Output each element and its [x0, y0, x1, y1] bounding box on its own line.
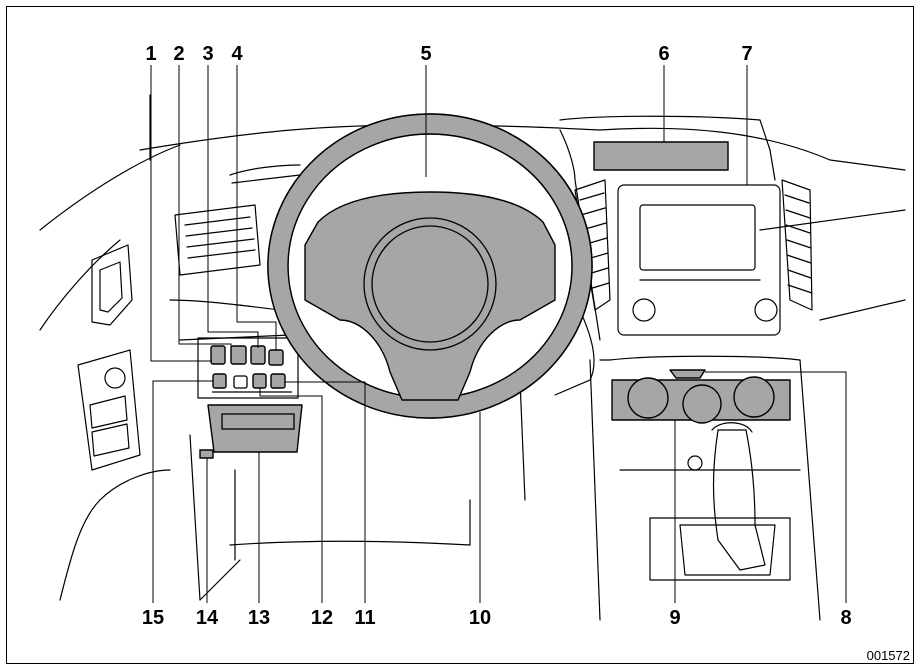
switch-blank — [233, 375, 248, 389]
window-switch-panel — [77, 349, 141, 471]
airbag-inner — [371, 225, 489, 343]
window-switch-1 — [89, 395, 128, 429]
console-right — [799, 359, 821, 621]
door-panel-edge — [39, 239, 121, 331]
callout-8: 8 — [840, 607, 852, 629]
leader-15 — [152, 380, 213, 603]
callout-3: 3 — [202, 43, 214, 65]
shift-lever — [712, 429, 766, 571]
lid-release — [199, 449, 214, 459]
callout-2: 2 — [173, 43, 185, 65]
window-switch-2 — [91, 423, 130, 457]
mirror-adjust-knob — [104, 367, 126, 389]
figure-code: 001572 — [866, 648, 910, 663]
callout-10: 10 — [468, 607, 492, 629]
left-dash-lower — [169, 299, 281, 311]
center-vent-left-slats — [579, 192, 610, 291]
switch-4 — [268, 349, 284, 366]
climate-knob-left — [627, 377, 669, 419]
climate-knob-center — [682, 384, 722, 424]
callout-11: 11 — [354, 607, 376, 629]
steering-wheel-hub — [304, 191, 556, 401]
callout-12: 12 — [310, 607, 334, 629]
callout-15: 15 — [141, 607, 165, 629]
center-vent-right-slats — [784, 194, 813, 294]
door-line — [39, 144, 181, 231]
leader-11 — [285, 381, 366, 603]
console-top — [599, 355, 801, 361]
callout-4: 4 — [231, 43, 243, 65]
upper-vent — [229, 164, 301, 176]
switch-3 — [250, 345, 266, 365]
door-mirror-inner — [99, 261, 123, 313]
switch-11 — [270, 373, 286, 389]
figure-frame — [6, 6, 914, 664]
leader-3 — [207, 65, 259, 348]
callout-5: 5 — [420, 43, 432, 65]
shifter-gate — [679, 524, 776, 576]
column-right — [519, 379, 526, 501]
switch-2 — [230, 345, 247, 365]
leader-8 — [705, 371, 847, 603]
dash-right-edge — [599, 127, 906, 171]
switch-12 — [252, 373, 267, 389]
center-stack-right — [769, 149, 776, 181]
audio-knob-right — [754, 298, 778, 322]
kick-panel — [189, 434, 201, 601]
center-vent-right — [781, 179, 813, 311]
switch-cluster-panel — [197, 337, 299, 399]
audio-unit — [617, 184, 781, 336]
audio-knob-left — [632, 298, 656, 322]
multi-function-display — [593, 141, 729, 171]
lid-slot — [221, 413, 295, 430]
callout-9: 9 — [669, 607, 681, 629]
switch-1 — [210, 345, 226, 365]
leader-1 — [150, 65, 212, 362]
callout-1: 1 — [145, 43, 157, 65]
airbag-outer — [363, 217, 497, 351]
callout-6: 6 — [658, 43, 670, 65]
audio-screen — [639, 204, 756, 271]
leader-2 — [178, 65, 232, 350]
callout-13: 13 — [247, 607, 271, 629]
console-left — [589, 359, 601, 621]
seat-side — [199, 559, 241, 601]
callout-14: 14 — [195, 607, 219, 629]
shift-knob-top — [711, 422, 753, 433]
left-vent — [174, 204, 261, 276]
upper-vent-2 — [231, 174, 301, 184]
climate-knob-right — [733, 376, 775, 418]
leader-12 — [259, 388, 323, 603]
dash-right-lower-line — [819, 299, 906, 321]
shifter-bezel — [649, 517, 791, 581]
door-armrest — [59, 469, 171, 601]
dash-right-panel-line — [759, 209, 906, 231]
hazard-switch — [669, 369, 706, 379]
door-mirror — [91, 244, 133, 326]
left-vent-slats — [184, 216, 256, 259]
switch-15 — [212, 373, 227, 389]
leader-4 — [236, 65, 277, 351]
seat-edge — [229, 540, 471, 546]
center-stack-left — [559, 129, 601, 341]
callout-7: 7 — [741, 43, 753, 65]
accessory-socket — [687, 455, 703, 471]
